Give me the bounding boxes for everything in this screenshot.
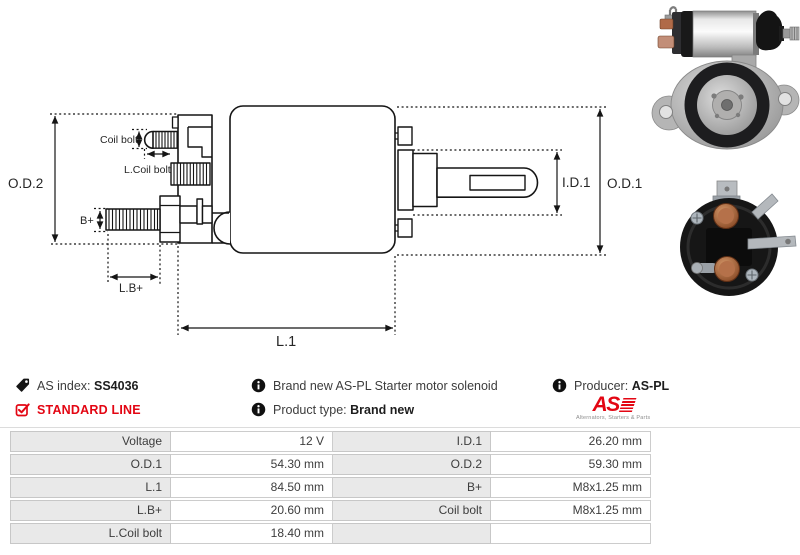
spec-label: B+: [333, 477, 491, 498]
spec-value: 54.30 mm: [171, 454, 333, 475]
extension-lines: [50, 106, 606, 335]
dim-label-l1: L.1: [276, 334, 296, 350]
as-index-value: SS4036: [94, 378, 139, 393]
dim-label-lb-plus: L.B+: [119, 283, 143, 295]
as-pl-logo-mark: AS: [592, 393, 637, 416]
product-type-label: Product type:: [273, 402, 347, 417]
product-photos: [651, 6, 800, 296]
info-icon: [251, 402, 266, 417]
standard-line-label: STANDARD LINE: [37, 402, 141, 417]
as-index-item: AS index: SS4036: [15, 378, 138, 393]
spec-value: 12 V: [171, 431, 333, 452]
table-row: L.1 84.50 mm B+ M8x1.25 mm: [10, 477, 651, 498]
spec-label: O.D.1: [10, 454, 171, 475]
photo-solenoid-rear-view[interactable]: [680, 180, 797, 296]
section-divider: [0, 427, 800, 428]
solenoid-outline: [105, 105, 539, 254]
spec-label: O.D.2: [333, 454, 491, 475]
dim-label-coil-bolt: Coil bolt: [100, 134, 138, 146]
dim-label-od2: O.D.2: [8, 176, 43, 191]
table-row: L.Coil bolt 18.40 mm: [10, 523, 651, 544]
spec-label: L.1: [10, 477, 171, 498]
product-type-value: Brand new: [350, 402, 415, 417]
producer-value: AS-PL: [631, 378, 670, 393]
info-icon: [552, 378, 567, 393]
producer-item: Producer: AS-PL: [552, 378, 669, 393]
tag-icon: [16, 378, 30, 392]
product-type-text: Product type: Brand new: [273, 403, 414, 417]
table-row: O.D.1 54.30 mm O.D.2 59.30 mm: [10, 454, 651, 475]
producer-label: Producer:: [574, 378, 629, 393]
spec-label: Voltage: [10, 431, 171, 452]
dim-label-id1: I.D.1: [562, 175, 591, 190]
dim-label-od1: O.D.1: [607, 176, 642, 191]
photo-solenoid-side-view[interactable]: [657, 6, 800, 58]
spec-value: [491, 523, 651, 544]
spec-value: 59.30 mm: [491, 454, 651, 475]
as-pl-logo-text: AS: [592, 393, 621, 416]
as-index-text: AS index: SS4036: [37, 379, 138, 393]
as-index-label: AS index:: [37, 378, 91, 393]
as-pl-logo-tagline: Alternators, Starters & Parts: [576, 415, 651, 421]
checkbox-checked-icon: [15, 403, 30, 417]
spec-value: 26.20 mm: [491, 431, 651, 452]
product-info-bar: AS index: SS4036 STANDARD LINE Brand new…: [0, 373, 800, 427]
info-icon: [251, 378, 266, 393]
spec-label: [333, 523, 491, 544]
producer-text: Producer: AS-PL: [574, 379, 669, 393]
spec-label: Coil bolt: [333, 500, 491, 521]
product-type-item: Product type: Brand new: [251, 402, 414, 417]
spec-value: 20.60 mm: [171, 500, 333, 521]
spec-label: L.Coil bolt: [10, 523, 171, 544]
dimension-arrows: [51, 109, 604, 332]
spec-value: 18.40 mm: [171, 523, 333, 544]
solenoid-technical-diagram: O.D.2 O.D.1 I.D.1 L.1 L.B+ B+ Coil bolt …: [8, 105, 642, 350]
description-text: Brand new AS-PL Starter motor solenoid: [273, 378, 498, 393]
spec-value: 84.50 mm: [171, 477, 333, 498]
as-pl-logo-stripes: [618, 398, 637, 413]
dim-label-l-coil-bolt: L.Coil bolt: [124, 164, 171, 176]
description-item: Brand new AS-PL Starter motor solenoid: [251, 378, 498, 393]
table-row: L.B+ 20.60 mm Coil bolt M8x1.25 mm: [10, 500, 651, 521]
standard-line-item: STANDARD LINE: [15, 402, 141, 417]
spec-value: M8x1.25 mm: [491, 477, 651, 498]
spec-table: Voltage 12 V I.D.1 26.20 mm O.D.1 54.30 …: [10, 431, 651, 546]
photo-solenoid-front-view[interactable]: [651, 54, 800, 150]
table-row: Voltage 12 V I.D.1 26.20 mm: [10, 431, 651, 452]
as-pl-logo: AS Alternators, Starters & Parts: [576, 393, 651, 421]
spec-label: L.B+: [10, 500, 171, 521]
spec-value: M8x1.25 mm: [491, 500, 651, 521]
spec-label: I.D.1: [333, 431, 491, 452]
dim-label-b-plus: B+: [80, 215, 94, 227]
